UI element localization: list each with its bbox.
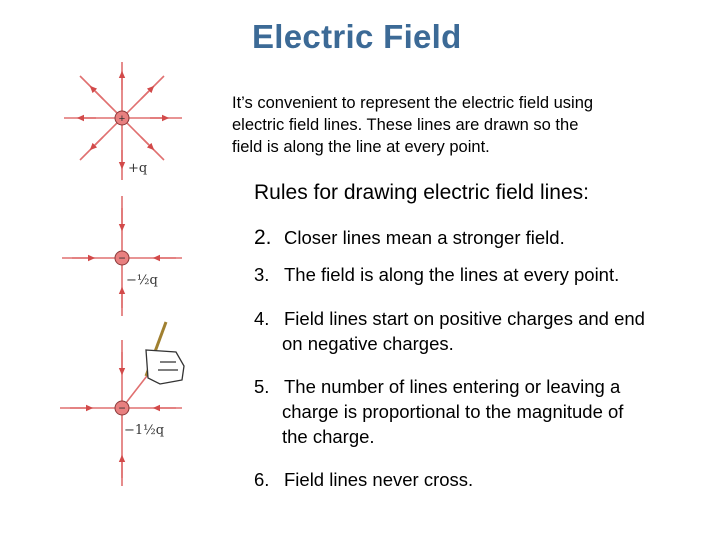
rule-item: 6. Field lines never cross. bbox=[254, 467, 728, 492]
negative-charge-icon bbox=[114, 400, 130, 416]
charge-sign: + bbox=[119, 113, 125, 125]
rule-number: 5. bbox=[254, 376, 270, 397]
rule-text: on negative charges. bbox=[282, 333, 454, 354]
positive-charge-icon bbox=[114, 110, 130, 126]
rule-item: 4. Field lines start on positive charges … bbox=[254, 306, 728, 356]
intro-line: field is along the line at every point. bbox=[232, 138, 490, 156]
charge-label: +q bbox=[128, 161, 147, 176]
intro-line: It’s convenient to represent the electri… bbox=[232, 94, 594, 112]
charge-label: −1½q bbox=[124, 423, 164, 438]
intro-paragraph: It’s convenient to represent the electri… bbox=[232, 92, 712, 158]
intro-line: electric field lines. These lines are dr… bbox=[232, 116, 579, 134]
pencil-hand-icon bbox=[144, 321, 185, 385]
charge-sign: − bbox=[118, 251, 125, 265]
slide-title: Electric Field bbox=[252, 18, 462, 55]
rules-heading: Rules for drawing electric field lines: bbox=[254, 181, 589, 204]
rule-item: 5. The number of lines entering or leavin… bbox=[254, 374, 728, 449]
negative-charge-icon bbox=[114, 250, 130, 266]
positive-charge-diagram bbox=[64, 62, 182, 180]
charge-sign: − bbox=[118, 401, 125, 415]
rule-text: The field is along the lines at every po… bbox=[284, 264, 620, 285]
rule-item: 2. Closer lines mean a stronger field. bbox=[254, 225, 728, 250]
rule-number: 6. bbox=[254, 469, 270, 490]
rule-number: 4. bbox=[254, 308, 270, 329]
charge-label: −½q bbox=[126, 273, 158, 288]
rule-text: Field lines never cross. bbox=[284, 469, 474, 490]
field-line-diagrams: + +q − −½q − −1½q bbox=[60, 62, 185, 486]
rule-number: 3. bbox=[254, 264, 270, 285]
rule-number: 2. bbox=[254, 226, 272, 249]
rule-item: 3. The field is along the lines at every … bbox=[254, 262, 728, 287]
rule-text: Field lines start on positive charges an… bbox=[284, 308, 645, 329]
rule-text: charge is proportional to the magnitude … bbox=[282, 401, 624, 422]
rule-text: The number of lines entering or leaving … bbox=[284, 376, 621, 397]
rule-text: Closer lines mean a stronger field. bbox=[284, 227, 565, 248]
rule-text: the charge. bbox=[282, 426, 375, 447]
